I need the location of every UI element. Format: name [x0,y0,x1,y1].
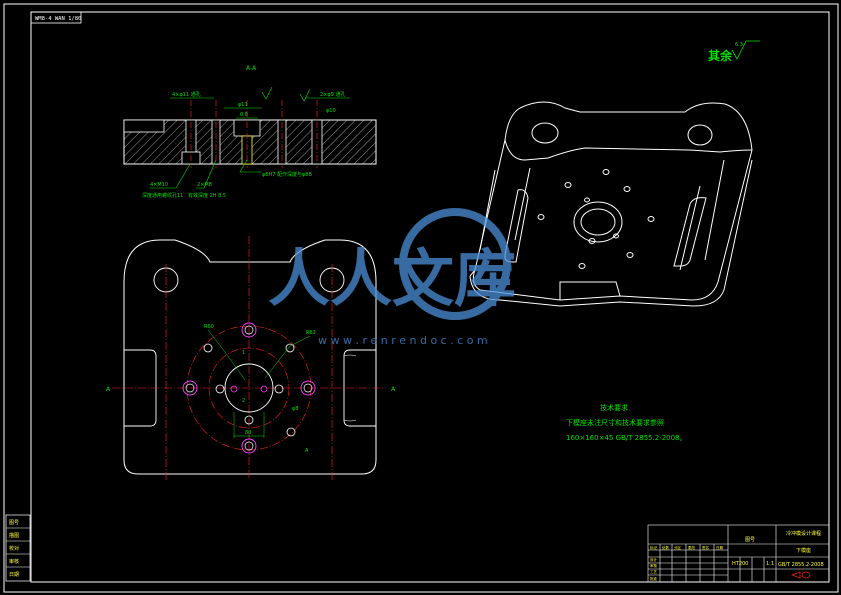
watermark: 人人文库 w w w . r e n r e n d o c . c o m [268,208,516,347]
leader-1b: 深度通用螺纹孔11 [142,192,183,199]
plan-dim-r2: R62 [306,330,316,336]
dim-right-value: φ10 [326,108,336,114]
svg-text:标记: 标记 [650,545,658,550]
dim-right: 2×φ9 通孔 [320,91,345,98]
notes-line-2: 160×160×45 GB/T 2855.2-2008。 [566,434,687,442]
technical-notes: 技术要求 下模座未注尺寸和技术要求参照 160×160×45 GB/T 2855… [566,403,687,442]
svg-text:签名: 签名 [702,545,709,550]
notes-line-1: 下模座未注尺寸和技术要求参照 [566,418,664,427]
svg-text:处数: 处数 [662,545,670,550]
plan-outline [123,239,377,475]
corner-code-box: WM8-4 WAN 1/80 [30,11,82,24]
side-block-cell: 校对 [9,545,19,552]
section-view: A-A 4×φ11 通孔 2×φ9 通孔 φ11 0.8 φ10 [123,65,377,199]
title-cell: 1:1 [766,561,774,567]
drawing-frame [30,11,830,583]
leader-3: φ8H7 配作深度与φ8B [262,171,312,178]
title-block-text: 图号 冷冲模设计课程 下模座 HT200 GB/T 2855.2-2008 1:… [650,530,824,581]
side-block-cell: 审核 [9,558,19,565]
roughness-value: 6.3 [735,42,743,48]
plan-label: A [305,448,309,454]
roughness-note-text: 其余 [708,48,733,63]
svg-text:日期: 日期 [716,545,724,550]
plan-dim-r: R60 [204,324,214,330]
svg-text:更改: 更改 [688,545,696,550]
center-bore [224,363,274,413]
outer-border [3,3,839,593]
title-cell: HT200 [732,561,748,567]
side-block: 图号 描图 校对 审核 日期 [5,514,31,582]
plan-label: A [391,386,396,393]
svg-text:工艺: 工艺 [650,569,658,574]
section-label: A-A [246,65,257,72]
svg-text:1: 1 [242,350,245,356]
title-cell: 下模座 [796,547,811,554]
svg-text:2: 2 [242,398,245,404]
title-cell: GB/T 2855.2-2008 [778,562,824,568]
corner-code-text: WM8-4 WAN 1/80 [35,16,81,22]
side-block-cell: 日期 [9,572,19,578]
notes-title: 技术要求 [600,403,628,412]
isometric-view [469,101,753,307]
plan-view: R60 R62 80 A A A 1 2 φ8 [106,236,396,480]
side-block-cell: 图号 [9,520,19,526]
title-block [647,524,830,583]
svg-text:批准: 批准 [650,576,658,581]
roughness-symbol [299,88,311,102]
dim-left: 4×φ11 通孔 [172,91,201,98]
watermark-url: w w w . r e n r e n d o c . c o m [318,334,488,347]
plan-dim-width: 80 [245,430,251,436]
dim-center: φ11 [238,102,248,108]
title-cell: 图号 [745,537,755,543]
leader-1a: 4×M10 [150,182,168,188]
svg-text:φ8: φ8 [292,406,298,412]
dim-mid: 0.8 [240,112,248,118]
side-block-cell: 描图 [9,532,19,539]
watermark-ring [399,208,511,320]
projection-symbol [791,571,811,579]
plan-label: A [106,386,111,393]
svg-text:设计: 设计 [650,557,658,562]
leader-2a: 2×M8 [197,182,212,188]
leader-2b: 有效深度 2H 8.5 [188,192,226,199]
roughness-symbol [261,86,273,100]
roughness-note: 其余 6.3 [708,40,760,63]
svg-text:分区: 分区 [674,545,682,550]
pin-circle [208,347,290,429]
title-cell: 冷冲模设计课程 [786,530,821,537]
watermark-brand: 人人文库 [268,242,516,315]
svg-text:审核: 审核 [650,563,658,568]
